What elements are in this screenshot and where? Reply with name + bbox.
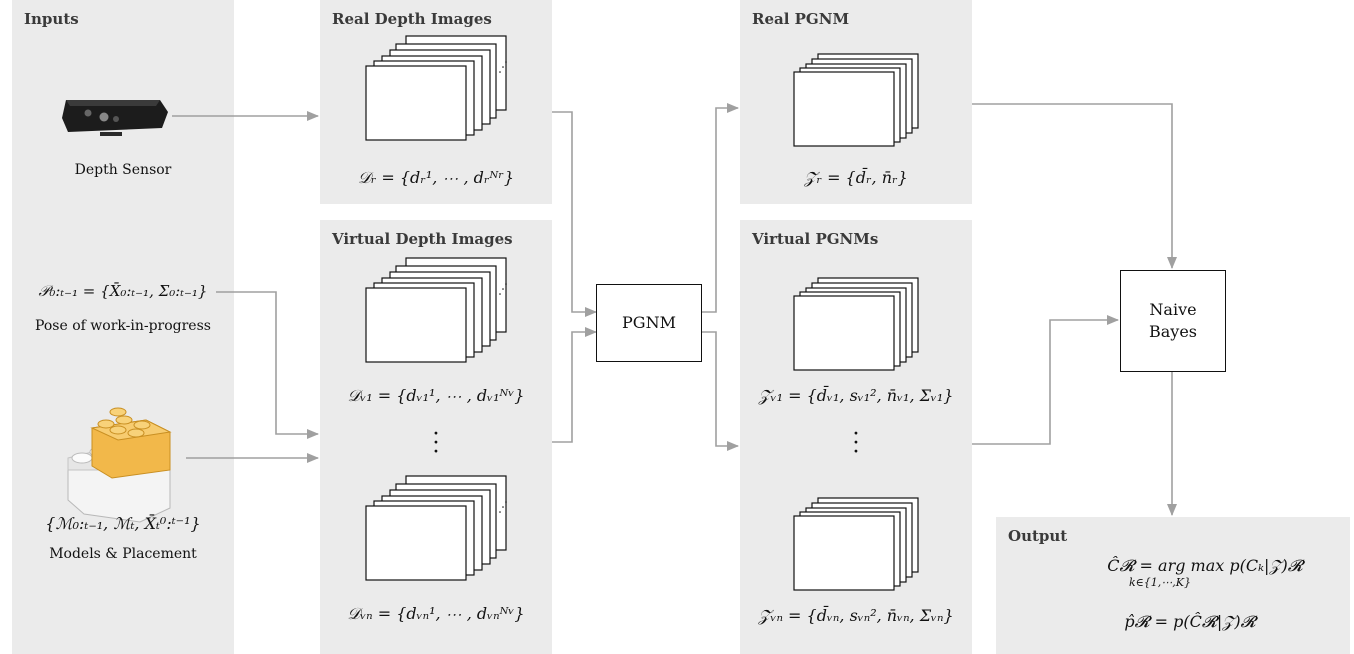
models-formula: {ℳ₀:ₜ₋₁, ℳₜ, X̄ₜ⁰:ᵗ⁻¹} <box>45 514 201 533</box>
image-frame <box>793 295 895 371</box>
image-frame <box>365 65 467 141</box>
stack-ellipsis-dot <box>505 283 507 285</box>
real-pgnm-stack <box>793 53 919 147</box>
connectors <box>172 103 1177 516</box>
virtual-pgnm-ellipsis: ··· <box>852 422 860 465</box>
image-frame <box>793 515 895 591</box>
virtual-pgnm-n-stack <box>793 497 919 591</box>
real-depth-title: Real Depth Images <box>332 10 492 28</box>
output-prob-formula: p̂𝓡 = p(Ĉ𝓡|𝒵)𝓡 <box>1124 612 1256 631</box>
real-depth-stack <box>365 35 507 141</box>
models-label: Models & Placement <box>49 546 197 562</box>
stack-ellipsis-dot <box>502 66 504 68</box>
stack-ellipsis-dot <box>499 511 501 513</box>
real-pgnm-title: Real PGNM <box>752 10 850 28</box>
stack-ellipsis-dot <box>505 61 507 63</box>
output-class-subscript: k∈{1,⋯,K} <box>1128 576 1191 589</box>
image-frame <box>365 505 467 581</box>
virtual-depth-panel: Virtual Depth Images <box>320 220 552 654</box>
stack-ellipsis-dot <box>502 288 504 290</box>
output-title: Output <box>1008 527 1068 545</box>
lego-models-icon <box>67 407 172 523</box>
stack-ellipsis-dot <box>499 293 501 295</box>
stack-ellipsis-dot <box>499 71 501 73</box>
image-frame <box>365 287 467 363</box>
virtual-depth-title: Virtual Depth Images <box>332 230 513 248</box>
depth-sensor-label: Depth Sensor <box>74 162 172 178</box>
virtual-pgnm-n-formula: 𝒵ᵥₙ = {d̄ᵥₙ, sᵥₙ², n̄ᵥₙ, Σᵥₙ} <box>758 606 954 625</box>
virtual-depth-1-formula: 𝒟ᵥ₁ = {dᵥ₁¹, ⋯ , dᵥ₁ᴺᵛ} <box>347 386 525 405</box>
virtual-depth-1-stack <box>365 257 507 363</box>
output-panel: Output <box>996 517 1350 654</box>
virtual-depth-ellipsis: ··· <box>432 422 440 465</box>
stack-ellipsis-dot <box>502 506 504 508</box>
virtual-pgnm-1-formula: 𝒵ᵥ₁ = {d̄ᵥ₁, sᵥ₁², n̄ᵥ₁, Σᵥ₁} <box>758 386 954 405</box>
pgnm-block: PGNM <box>596 284 702 362</box>
pose-formula: 𝒫₀:ₜ₋₁ = {X̄₀:ₜ₋₁, Σ₀:ₜ₋₁} <box>38 282 208 300</box>
real-depth-formula: 𝒟ᵣ = {dᵣ¹, ⋯ , dᵣᴺʳ} <box>357 168 515 187</box>
image-frame <box>793 71 895 147</box>
stack-ellipsis-dot <box>505 501 507 503</box>
virtual-depth-n-stack <box>365 475 507 581</box>
naive-bayes-block: Naive Bayes <box>1120 270 1226 372</box>
virtual-pgnms-title: Virtual PGNMs <box>752 230 879 248</box>
real-pgnm-formula: 𝒵ᵣ = {d̄ᵣ, n̄ᵣ} <box>804 168 908 187</box>
inputs-title: Inputs <box>24 10 79 28</box>
output-class-formula: Ĉ𝓡 = arg max p(Cₖ|𝒵)𝓡 <box>1107 556 1303 575</box>
naive-bayes-label: Naive Bayes <box>1148 300 1197 341</box>
depth-sensor-icon <box>62 100 168 136</box>
virtual-pgnm-1-stack <box>793 277 919 371</box>
pose-label: Pose of work-in-progress <box>35 318 211 334</box>
virtual-depth-n-formula: 𝒟ᵥₙ = {dᵥₙ¹, ⋯ , dᵥₙᴺᵛ} <box>347 604 525 623</box>
